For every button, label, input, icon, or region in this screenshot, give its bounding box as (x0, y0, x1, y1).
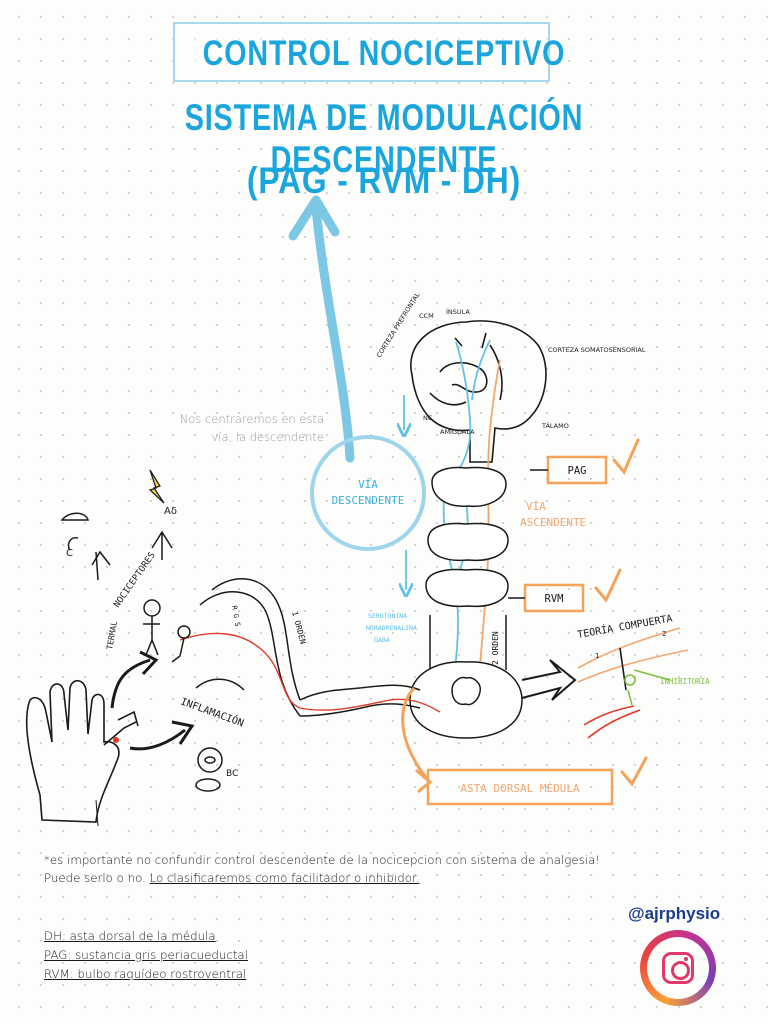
lightning-icon (150, 470, 164, 503)
c-fiber-label: C (66, 548, 73, 559)
hand-drawing (27, 681, 138, 822)
brain-drawing (411, 321, 546, 462)
gate-theory-inhibitory: INHIBITORIA (660, 677, 710, 686)
footer-note: *es importante no confundir control desc… (44, 852, 644, 887)
glossary-rvm: RVM: bulbo raquídeo rostroventral (44, 965, 248, 984)
instagram-icon[interactable] (662, 952, 694, 984)
termal-label: TERMAL (105, 620, 119, 650)
injury-point (113, 737, 119, 743)
first-order-label: 1 ORDEN (290, 610, 307, 645)
footer-line-2b: Lo clasificaremos como facilitador o inh… (150, 871, 420, 885)
rgs-label: R G S (230, 605, 242, 627)
gate-theory-title: TEORÍA COMPUERTA (576, 611, 673, 641)
pag-label: PAG (568, 465, 587, 477)
bc-label: BC (226, 769, 238, 779)
glossary-pag: PAG: sustancia gris periacueductal (44, 946, 248, 965)
footer-line-1: *es importante no confundir control desc… (44, 852, 644, 870)
author-handle[interactable]: @ajrphysio (628, 904, 720, 924)
glossary-dh: DH: asta dorsal de la médula (44, 927, 248, 946)
via-descendente-label-1: VÍA (358, 478, 378, 491)
via-ascendente-label-2: ASCENDENTE (520, 516, 586, 529)
rvm-label: RVM (545, 593, 564, 605)
footer-line-2a: Puede serlo o no. (44, 871, 146, 885)
footer-line-2: Puede serlo o no. Lo clasificaremos como… (44, 870, 644, 888)
brain-label-ccm: CCM (419, 312, 434, 320)
glossary: DH: asta dorsal de la médula PAG: sustan… (44, 927, 248, 984)
brain-label-insula: ÍNSULA (446, 307, 470, 316)
nociceptors-label: NOCICEPTORES (112, 551, 157, 610)
via-ascendente-label-1: VÍA (526, 500, 546, 513)
brain-label-nc: NC (423, 414, 433, 422)
focus-note: Nos centraremos en esta vía, la descende… (164, 410, 324, 446)
brain-label-somatosensorial: CORTEZA SOMATOSENSORIAL (548, 346, 646, 354)
dh-label: ASTA DORSAL MÉDULA (460, 782, 580, 795)
via-descendente-circle (312, 437, 424, 549)
neurotransmitter-label-1: SEROTONINA (368, 612, 407, 620)
nociceptive-signal-line (180, 633, 440, 712)
neurotransmitter-label-3: GABA (374, 636, 390, 644)
neurotransmitter-label-2: NORADRENALINA (366, 624, 417, 632)
gate-theory-one: 1 (595, 652, 599, 660)
rvm-box (508, 570, 620, 611)
a-delta-label: Aδ (164, 506, 177, 517)
brain-label-amigdala: AMÍGDALA (440, 427, 475, 436)
brain-label-talamo: TÁLAMO (541, 421, 569, 430)
second-order-label: 2 ORDEN (491, 631, 500, 665)
gate-theory-two: 2 (662, 630, 666, 638)
via-descendente-label-2: DESCENDENTE (332, 494, 405, 507)
